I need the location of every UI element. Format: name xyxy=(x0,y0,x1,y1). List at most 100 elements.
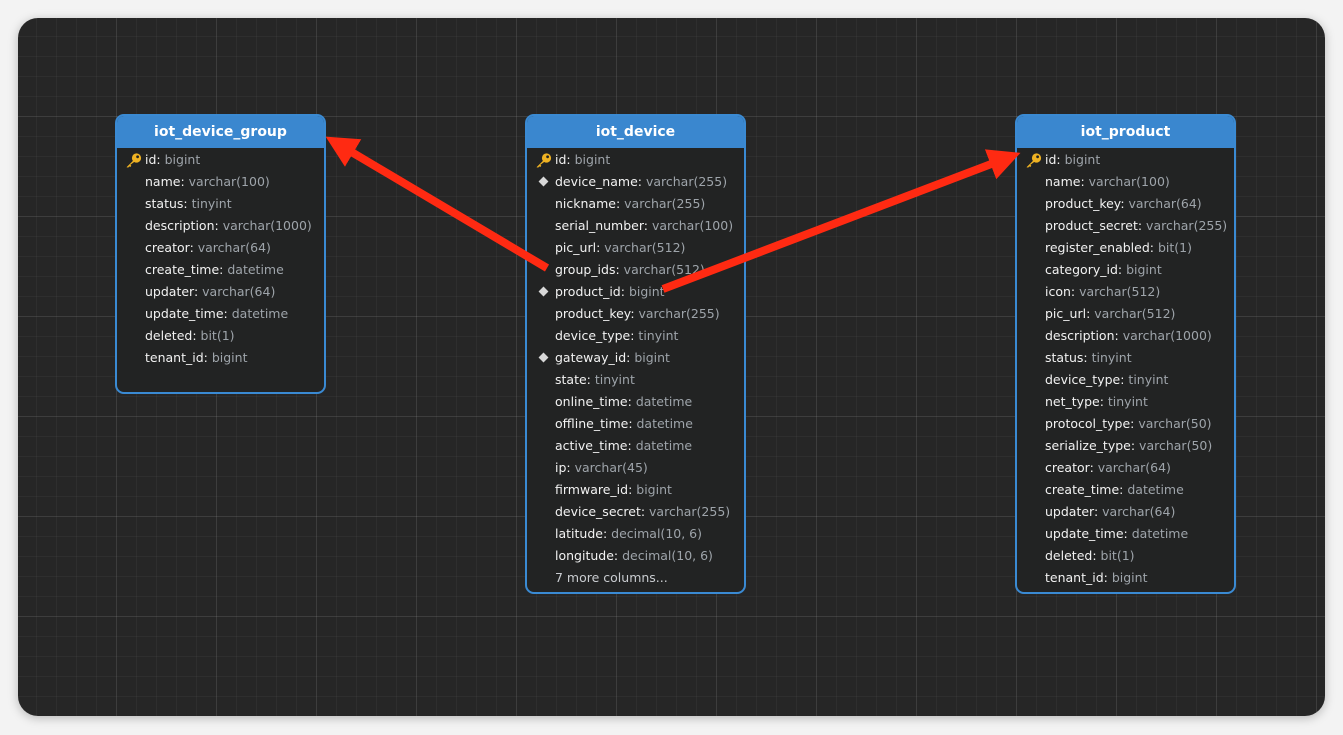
column-type: bigint xyxy=(1126,262,1162,277)
column-row[interactable]: updater: varchar(64) xyxy=(117,281,324,303)
column-separator: : xyxy=(1137,218,1147,233)
column-row[interactable]: product_secret: varchar(255) xyxy=(1017,215,1234,237)
column-type: varchar(50) xyxy=(1139,438,1213,453)
column-row[interactable]: register_enabled: bit(1) xyxy=(1017,237,1234,259)
column-type: tinyint xyxy=(638,328,679,343)
column-separator: : xyxy=(1120,372,1129,387)
column-row[interactable]: product_key: varchar(64) xyxy=(1017,193,1234,215)
column-separator: : xyxy=(640,504,650,519)
column-row[interactable]: state: tinyint xyxy=(527,369,744,391)
column-row[interactable]: status: tinyint xyxy=(117,193,324,215)
column-row[interactable]: icon: varchar(512) xyxy=(1017,281,1234,303)
column-type: varchar(50) xyxy=(1138,416,1212,431)
column-row[interactable]: product_key: varchar(255) xyxy=(527,303,744,325)
column-row[interactable]: update_time: datetime xyxy=(1017,523,1234,545)
column-row[interactable]: firmware_id: bigint xyxy=(527,479,744,501)
primary-key-icon xyxy=(1025,149,1043,171)
column-row[interactable]: category_id: bigint xyxy=(1017,259,1234,281)
column-type: bigint xyxy=(164,152,201,167)
column-name: active_time xyxy=(555,438,628,453)
column-type: tinyint xyxy=(191,196,232,211)
column-name: device_type xyxy=(555,328,631,343)
column-row[interactable]: ip: varchar(45) xyxy=(527,457,744,479)
column-row[interactable]: device_type: tinyint xyxy=(527,325,744,347)
column-row[interactable]: create_time: datetime xyxy=(117,259,324,281)
column-row[interactable]: serialize_type: varchar(50) xyxy=(1017,435,1234,457)
column-type: varchar(1000) xyxy=(1122,328,1212,343)
column-row[interactable]: id: bigint xyxy=(1017,149,1234,171)
column-row[interactable]: id: bigint xyxy=(527,149,744,171)
column-row[interactable]: description: varchar(1000) xyxy=(117,215,324,237)
more-columns-label: 7 more columns... xyxy=(555,570,668,585)
column-name: id xyxy=(555,152,567,167)
column-row[interactable]: group_ids: varchar(512) xyxy=(527,259,744,281)
column-type: datetime xyxy=(1127,482,1184,497)
column-row[interactable]: active_time: datetime xyxy=(527,435,744,457)
column-type: datetime xyxy=(231,306,289,321)
column-row[interactable]: nickname: varchar(255) xyxy=(527,193,744,215)
column-row[interactable]: device_name: varchar(255) xyxy=(527,171,744,193)
column-row[interactable]: offline_time: datetime xyxy=(527,413,744,435)
column-row[interactable]: creator: varchar(64) xyxy=(117,237,324,259)
column-row[interactable]: product_id: bigint xyxy=(527,281,744,303)
column-name: creator xyxy=(145,240,190,255)
column-type: bigint xyxy=(634,350,670,365)
column-type: bigint xyxy=(1111,570,1148,585)
column-row[interactable]: pic_url: varchar(512) xyxy=(1017,303,1234,325)
column-separator: : xyxy=(643,218,652,233)
column-name: product_secret xyxy=(1045,218,1138,233)
column-separator: : xyxy=(1093,504,1103,519)
column-name: id xyxy=(1045,152,1057,167)
column-name: ip xyxy=(555,460,567,475)
column-separator: : xyxy=(1103,570,1112,585)
column-row[interactable]: creator: varchar(64) xyxy=(1017,457,1234,479)
column-row[interactable]: name: varchar(100) xyxy=(1017,171,1234,193)
column-row[interactable]: protocol_type: varchar(50) xyxy=(1017,413,1234,435)
column-separator: : xyxy=(1056,152,1065,167)
column-separator: : xyxy=(1117,262,1127,277)
column-separator: : xyxy=(586,372,595,387)
column-row[interactable]: online_time: datetime xyxy=(527,391,744,413)
column-row[interactable]: serial_number: varchar(100) xyxy=(527,215,744,237)
column-row[interactable]: net_type: tinyint xyxy=(1017,391,1234,413)
column-type: varchar(255) xyxy=(624,196,706,211)
column-row[interactable]: description: varchar(1000) xyxy=(1017,325,1234,347)
more-columns-row[interactable]: 7 more columns... xyxy=(527,567,744,589)
column-separator: : xyxy=(219,262,228,277)
column-name: latitude xyxy=(555,526,603,541)
column-type: tinyint xyxy=(594,372,635,387)
column-name: gateway_id xyxy=(555,350,627,365)
column-row[interactable]: deleted: bit(1) xyxy=(117,325,324,347)
column-row[interactable]: gateway_id: bigint xyxy=(527,347,744,369)
column-row[interactable]: longitude: decimal(10, 6) xyxy=(527,545,744,567)
column-type: varchar(64) xyxy=(197,240,271,255)
primary-key-icon xyxy=(535,149,553,171)
column-row[interactable]: device_secret: varchar(255) xyxy=(527,501,744,523)
column-row[interactable]: create_time: datetime xyxy=(1017,479,1234,501)
column-row[interactable]: status: tinyint xyxy=(1017,347,1234,369)
column-row[interactable]: pic_url: varchar(512) xyxy=(527,237,744,259)
table-title: iot_device xyxy=(527,116,744,148)
column-name: icon xyxy=(1045,284,1071,299)
column-name: product_key xyxy=(1045,196,1121,211)
column-separator: : xyxy=(1119,482,1128,497)
column-type: varchar(255) xyxy=(638,306,720,321)
column-name: pic_url xyxy=(555,240,597,255)
column-row[interactable]: update_time: datetime xyxy=(117,303,324,325)
column-row[interactable]: latitude: decimal(10, 6) xyxy=(527,523,744,545)
column-row[interactable]: updater: varchar(64) xyxy=(1017,501,1234,523)
column-row[interactable]: tenant_id: bigint xyxy=(1017,567,1234,589)
column-name: tenant_id xyxy=(1045,570,1104,585)
column-name: firmware_id xyxy=(555,482,629,497)
column-row[interactable]: tenant_id: bigint xyxy=(117,347,324,369)
column-row[interactable]: name: varchar(100) xyxy=(117,171,324,193)
column-separator: : xyxy=(615,262,624,277)
column-name: device_type xyxy=(1045,372,1121,387)
column-row[interactable]: deleted: bit(1) xyxy=(1017,545,1234,567)
column-row[interactable]: id: bigint xyxy=(117,149,324,171)
column-row[interactable]: device_type: tinyint xyxy=(1017,369,1234,391)
